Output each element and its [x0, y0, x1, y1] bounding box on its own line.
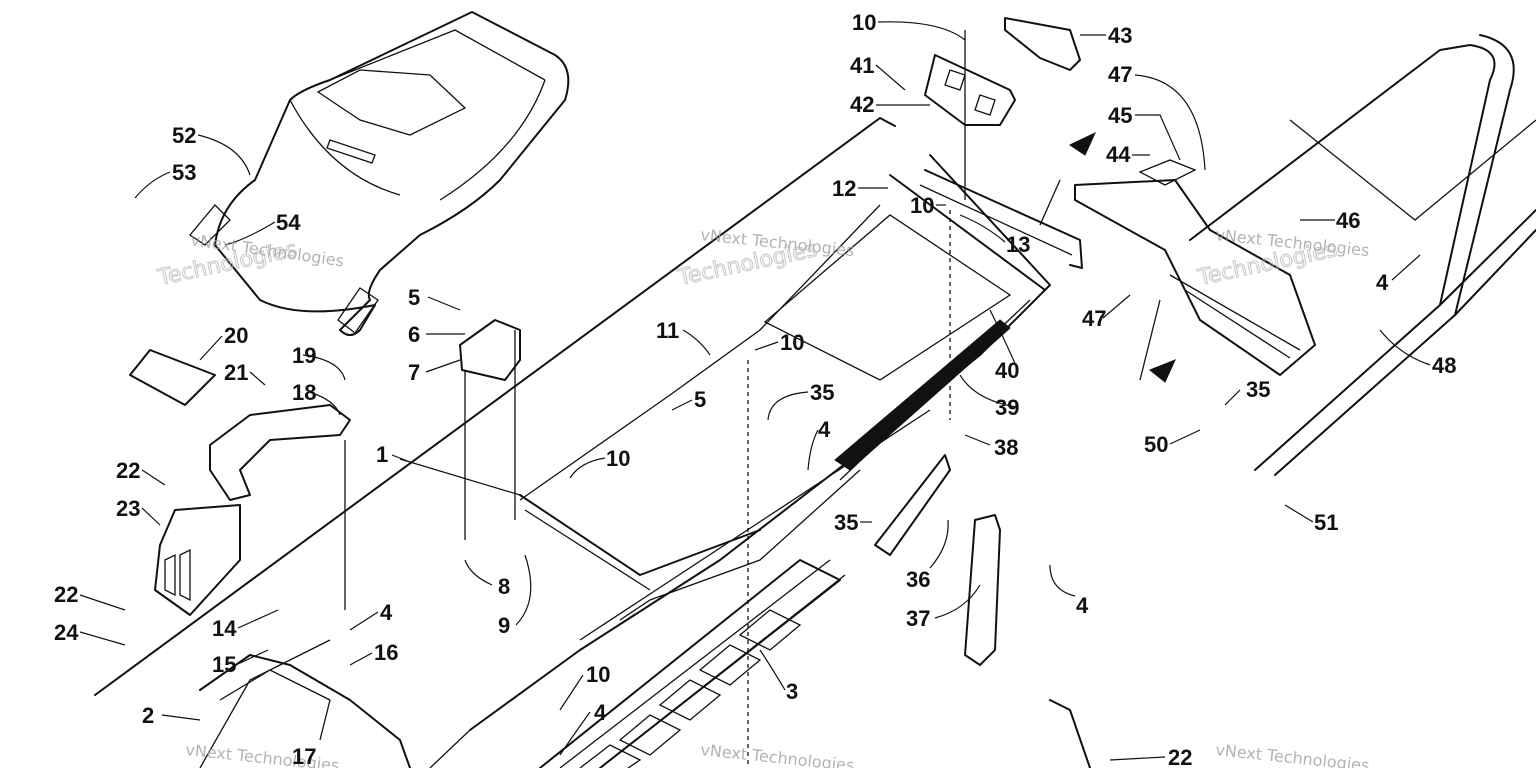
callout-label: 22 [116, 458, 140, 483]
assembly-lines [344, 30, 966, 768]
hitch-bracket-part [924, 54, 1016, 126]
callout-label: 10 [852, 10, 876, 35]
leader-lines [79, 21, 1431, 761]
seat-part [189, 11, 570, 336]
callout-label: 22 [54, 582, 78, 607]
callout-label: 3 [786, 679, 798, 704]
callout-label: 4 [1076, 593, 1089, 618]
tunnel-frame-part [94, 117, 1051, 768]
callout-label: 35 [834, 510, 858, 535]
callout-label: 44 [1106, 142, 1131, 167]
callout-label: 4 [1376, 270, 1389, 295]
callout-label: 8 [498, 574, 510, 599]
callout-label: 11 [656, 318, 679, 343]
callout-label: 37 [906, 606, 930, 631]
callout-label: 19 [292, 343, 316, 368]
callout-label: 54 [276, 210, 301, 235]
tunnel-decal-part [834, 299, 1031, 481]
lower-right-bracket-part [1049, 699, 1091, 768]
callout-label: 12 [832, 176, 856, 201]
callout-label: 38 [994, 435, 1018, 460]
callout-label: 41 [850, 53, 874, 78]
callout-label: 50 [1144, 432, 1168, 457]
callout-label: 5 [408, 285, 420, 310]
callout-labels: 10 43 41 42 47 45 44 52 53 54 12 10 13 4… [54, 10, 1456, 768]
callout-label: 42 [850, 92, 874, 117]
callout-label: 45 [1108, 103, 1132, 128]
watermark-text: vNext Technologies [700, 740, 856, 768]
callout-label: 21 [224, 360, 248, 385]
callout-label: 20 [224, 323, 248, 348]
watermark-text: vNext Technologies [1215, 740, 1371, 768]
callout-label: 5 [694, 387, 706, 412]
callout-label: 10 [586, 662, 610, 687]
rear-bumper-part [1189, 34, 1536, 476]
callout-label: 13 [1006, 232, 1030, 257]
plate-part [874, 454, 951, 556]
callout-label: 2 [142, 703, 154, 728]
callout-label: 14 [212, 616, 237, 641]
callout-label: 51 [1314, 510, 1338, 535]
callout-label: 39 [995, 395, 1019, 420]
callout-label: 4 [380, 600, 393, 625]
callout-label: 10 [606, 446, 630, 471]
callout-label: 43 [1108, 23, 1132, 48]
callout-label: 10 [780, 330, 804, 355]
callout-label: 4 [594, 700, 607, 725]
callout-label: 22 [1168, 745, 1192, 768]
hand-grip-part [209, 404, 351, 501]
callout-label: 24 [54, 620, 79, 645]
callout-label: 53 [172, 160, 196, 185]
callout-label: 47 [1082, 306, 1106, 331]
callout-label: 48 [1432, 353, 1456, 378]
direction-arrows [1039, 131, 1176, 383]
callout-label: 15 [212, 652, 236, 677]
callout-label: 35 [1246, 377, 1270, 402]
hitch-cap-part [1004, 17, 1081, 71]
callout-label: 10 [910, 193, 934, 218]
grab-handle-part [964, 514, 1001, 666]
callout-label: 46 [1336, 208, 1360, 233]
watermark-text: vNext Technologies [185, 740, 341, 768]
callout-label: 7 [408, 360, 420, 385]
callout-label: 23 [116, 496, 140, 521]
cover-part [129, 349, 216, 406]
running-board-part [539, 559, 841, 768]
front-bracket-part [199, 654, 411, 768]
rear-bracket-part [919, 169, 1083, 269]
callout-label: 1 [376, 442, 388, 467]
callout-label: 9 [498, 613, 510, 638]
callout-label: 40 [995, 358, 1019, 383]
callout-label: 36 [906, 567, 930, 592]
callout-label: 6 [408, 322, 420, 347]
mount-bracket-part [459, 319, 521, 381]
callout-label: 4 [818, 417, 831, 442]
callout-label: 47 [1108, 62, 1132, 87]
grip-bracket-part [154, 504, 241, 616]
snow-flap-part [1074, 159, 1316, 376]
callout-label: 18 [292, 380, 316, 405]
callout-label: 16 [374, 640, 398, 665]
callout-label: 35 [810, 380, 834, 405]
callout-label: 52 [172, 123, 196, 148]
callout-label: 17 [292, 744, 316, 768]
watermarks: vNext Technologies Technologies vNext Te… [155, 225, 1371, 768]
tunnel-plate-part [763, 214, 1012, 381]
